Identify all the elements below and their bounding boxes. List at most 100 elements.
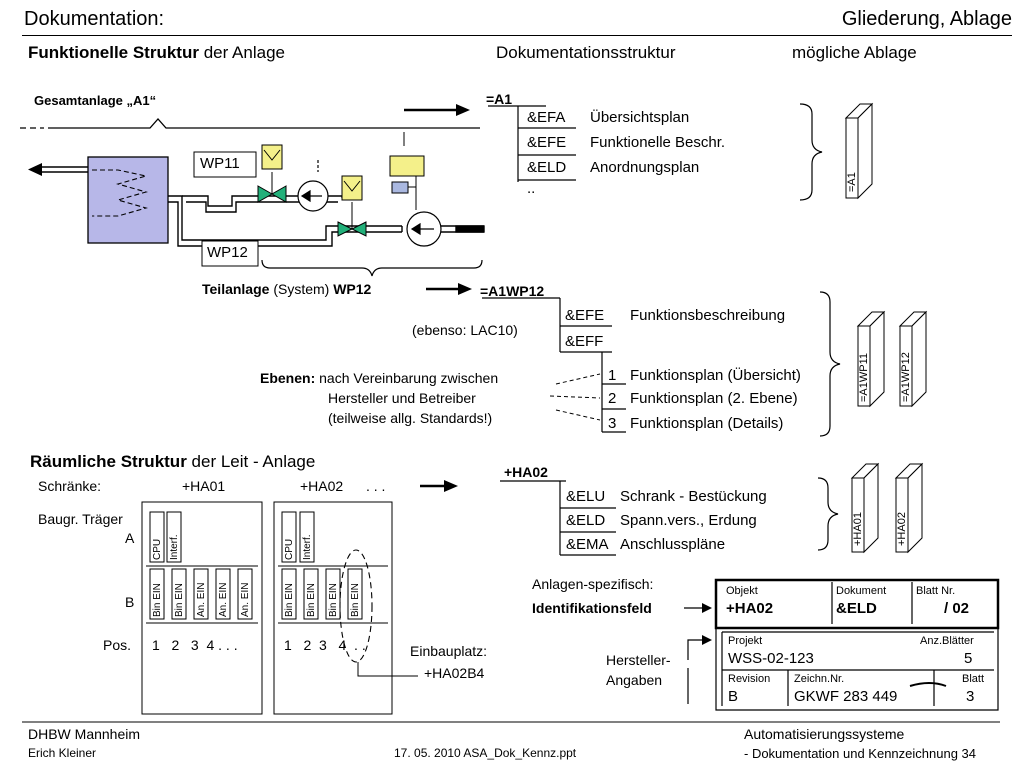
cards-b-boxes xyxy=(149,568,363,620)
tree-a1-code-1: &EFA xyxy=(527,109,566,126)
binder-a1 xyxy=(844,102,874,200)
tree-wp12-also: (ebenso: LAC10) xyxy=(412,322,518,338)
footer-school: DHBW Mannheim xyxy=(28,726,141,742)
level-label-1: Funktionsplan (Übersicht) xyxy=(630,367,801,384)
slot-label: Einbauplatz: xyxy=(410,643,488,659)
plant-total-label: Gesamtanlage „A1“ xyxy=(34,93,157,108)
plant-bracket xyxy=(20,118,480,129)
tb-objekt-value: +HA02 xyxy=(726,600,774,617)
card-cpu-right: CPU xyxy=(284,539,295,560)
tree-a1-more: .. xyxy=(527,180,536,197)
card-right-2: Bin EIN xyxy=(306,583,317,617)
inlet-pipe xyxy=(441,225,485,233)
plant-specific-label: Anlagen-spezifisch: xyxy=(532,576,654,592)
tb-projekt-value: WSS-02-123 xyxy=(728,650,814,667)
tree-wp12-lines xyxy=(482,297,626,433)
binder-wp11 xyxy=(856,310,886,408)
cabinet-ha01 xyxy=(141,501,263,715)
card-interf-right: Interf. xyxy=(302,534,313,560)
pipes xyxy=(168,195,403,247)
wp12-box xyxy=(201,240,259,267)
slot-leader xyxy=(357,662,418,677)
binder-ha02-label: +HA02 xyxy=(896,512,908,546)
tree-ha02-code-3: &EMA xyxy=(566,536,609,553)
arrow-wp12 xyxy=(426,283,472,295)
header-rule xyxy=(22,35,1012,36)
cabinets-label: Schränke: xyxy=(38,478,102,494)
row-a-label: A xyxy=(125,530,135,546)
doc-structure-heading: Dokumentationsstruktur xyxy=(496,43,676,62)
tank xyxy=(87,156,169,244)
wp11-label: WP11 xyxy=(200,155,240,172)
tree-a1-root: =A1 xyxy=(486,91,513,107)
binder-a1-label: =A1 xyxy=(846,172,858,192)
slot-code: +HA02B4 xyxy=(424,665,485,681)
card-left-2: Bin EIN xyxy=(174,583,185,617)
tree-ha02-label-2: Spann.vers., Erdung xyxy=(620,512,757,529)
wp12-brace xyxy=(261,259,483,277)
tb-revision-value: B xyxy=(728,688,739,705)
wp12-label: WP12 xyxy=(207,244,248,261)
slot-highlight xyxy=(339,549,373,663)
footer-topic: - Dokumentation und Kennzeichnung 34 xyxy=(744,746,976,761)
id-field-label: Identifikationsfeld xyxy=(532,600,652,616)
titleblock-arrows xyxy=(684,603,712,704)
level-label-3: Funktionsplan (Details) xyxy=(630,415,784,432)
levels-note-line1: Ebenen: nach Vereinbarung zwischen xyxy=(260,370,499,386)
binder-wp12-label: =A1WP12 xyxy=(900,352,912,402)
tb-zeichn-label: Zeichn.Nr. xyxy=(794,673,845,685)
levels-note-line2: Hersteller und Betreiber xyxy=(328,390,476,406)
cabinet-more: . . . xyxy=(366,478,386,494)
outlet-arrow xyxy=(28,163,88,176)
levels-dashed-links xyxy=(549,373,601,421)
arrow-a1 xyxy=(404,104,470,116)
rack-label: Baugr. Träger xyxy=(38,511,123,527)
valve-wp12 xyxy=(337,175,367,237)
card-left-1: Bin EIN xyxy=(152,583,163,617)
card-interf-left: Interf. xyxy=(169,534,180,560)
storage-heading: mögliche Ablage xyxy=(792,43,917,62)
footer-file: 17. 05. 2010 ASA_Dok_Kennz.ppt xyxy=(394,746,577,760)
cabinet-ha02-label: +HA02 xyxy=(300,478,344,494)
tree-a1-label-2: Funktionelle Beschr. xyxy=(590,134,726,151)
subplant-label: Teilanlage (System) WP12 xyxy=(202,281,372,297)
cards-a-boxes xyxy=(149,511,315,563)
card-right-1: Bin EIN xyxy=(284,583,295,617)
heat-exchanger-coil xyxy=(92,169,149,217)
tb-dokument-value: &ELD xyxy=(836,600,877,617)
manufacturer-label-2: Angaben xyxy=(606,672,663,688)
wp11-box xyxy=(193,151,257,178)
card-right-3: Bin EIN xyxy=(328,583,339,617)
tb-anz-value: 5 xyxy=(964,650,973,667)
tree-ha02-label-1: Schrank - Bestückung xyxy=(620,488,767,505)
tb-objekt-label: Objekt xyxy=(726,585,758,597)
tb-blatt-value: 3 xyxy=(966,688,975,705)
binder-wp11-label: =A1WP11 xyxy=(858,353,870,402)
card-left-5: An. EIN xyxy=(240,583,251,617)
page-title: Dokumentation: xyxy=(24,8,165,30)
tb-blattnr-value: / 02 xyxy=(944,600,970,617)
card-right-4: Bin EIN xyxy=(350,583,361,617)
tree-wp12-code-2: &EFF xyxy=(565,333,604,350)
card-left-4: An. EIN xyxy=(218,583,229,617)
titleblock-frame xyxy=(714,578,1000,711)
tree-wp12-label-1: Funktionsbeschreibung xyxy=(630,307,786,324)
rack-lines xyxy=(146,565,388,624)
card-left-3: An. EIN xyxy=(196,583,207,617)
pos-left: 1 2 3 4 . . . xyxy=(152,637,238,653)
tree-ha02-code-1: &ELU xyxy=(566,488,606,505)
tree-ha02-label-3: Anschlusspläne xyxy=(620,536,726,553)
level-label-2: Funktionsplan (2. Ebene) xyxy=(630,390,798,407)
tree-ha02-code-2: &ELD xyxy=(566,512,606,529)
tree-wp12-code-1: &EFE xyxy=(565,307,605,324)
tree-wp12-root: =A1WP12 xyxy=(480,283,545,299)
controller-wp12 xyxy=(389,132,425,210)
tb-dokument-label: Dokument xyxy=(836,585,887,597)
tree-a1-label-1: Übersichtsplan xyxy=(590,109,690,126)
level-num-2: 2 xyxy=(608,390,617,407)
tb-revision-label: Revision xyxy=(728,673,771,685)
cabinet-ha01-label: +HA01 xyxy=(182,478,226,494)
row-b-label: B xyxy=(125,594,135,610)
spatial-heading: Räumliche Struktur der Leit - Anlage xyxy=(30,452,316,471)
